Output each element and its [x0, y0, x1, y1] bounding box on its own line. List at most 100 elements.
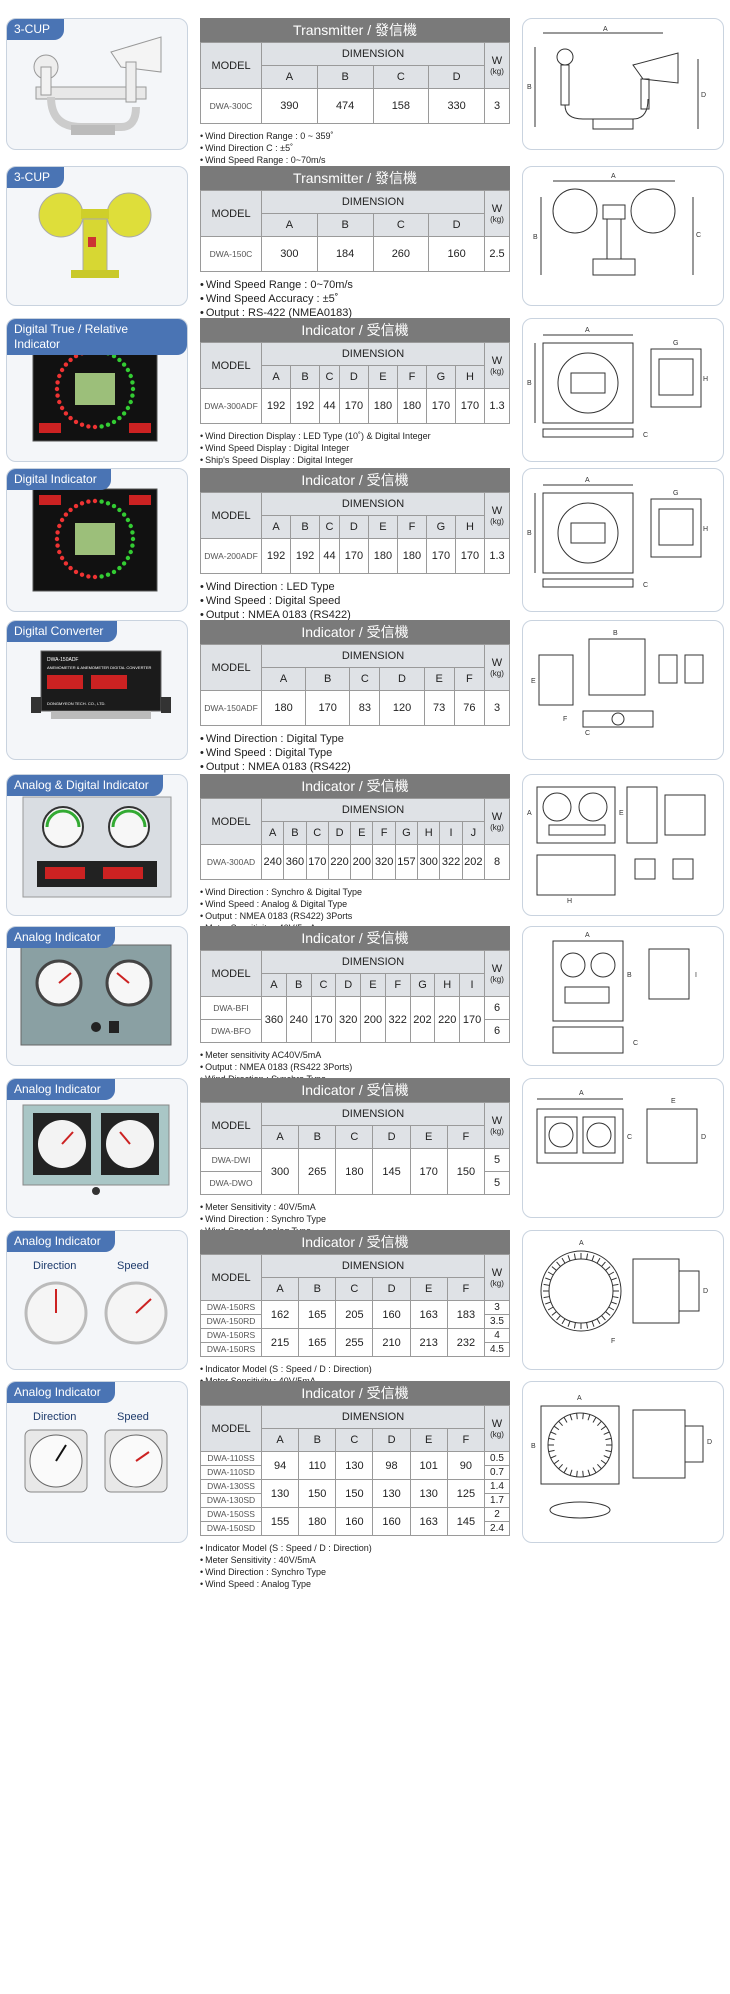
dimension-cell: 73	[423, 690, 455, 726]
spec-note: Wind Speed : Digital Type	[200, 746, 510, 760]
dimension-cell: 160	[335, 1507, 374, 1536]
dimension-cell: 360	[283, 844, 307, 880]
weight-cell: 3.5	[484, 1314, 510, 1329]
weight-label: W	[491, 657, 503, 669]
spec-note: Wind Speed : Analog Type	[200, 1578, 510, 1590]
dimension-column-header: A	[261, 65, 318, 89]
svg-text:C: C	[643, 582, 648, 589]
dimension-column-header: B	[290, 365, 321, 389]
dimension-cell: 240	[285, 996, 312, 1043]
product-category-tag: Analog & Digital Indicator	[7, 775, 163, 796]
spec-notes: Wind Speed Range : 0~70m/sWind Speed Acc…	[200, 278, 510, 320]
svg-text:C: C	[643, 432, 648, 439]
weight-cell: 3	[484, 1300, 510, 1315]
weight-cell: 5	[484, 1171, 510, 1195]
dimension-column-header: C	[372, 65, 430, 89]
product-photo-box: Analog Indicator	[6, 926, 188, 1066]
dimension-column-header: C	[310, 973, 337, 997]
dimension-cell: 150	[335, 1479, 374, 1508]
spec-note: Indicator Model (S : Speed / D : Directi…	[200, 1542, 510, 1554]
dimension-cell: 180	[260, 690, 307, 726]
dimension-column-header: E	[367, 365, 398, 389]
dimension-column-header: C	[319, 515, 340, 539]
dimension-cell: 170	[338, 388, 369, 424]
model-cell: DWA-BFI	[200, 996, 262, 1020]
svg-text:B: B	[527, 380, 532, 387]
svg-text:A: A	[603, 26, 608, 33]
product-category-tag: Analog Indicator	[7, 1231, 115, 1252]
model-cell: DWA-130SD	[200, 1493, 262, 1508]
svg-text:C: C	[627, 1134, 632, 1141]
dimension-column-header: F	[446, 1428, 486, 1452]
weight-cell: 1.4	[484, 1479, 510, 1494]
converter-panel-subtitle: ANEMOMETER & ANEMOMETER DIGITAL CONVERTE…	[47, 665, 151, 670]
technical-drawing: ABD	[527, 26, 706, 130]
dimension-cell: 76	[453, 690, 486, 726]
dimension-column-header: F	[372, 821, 396, 845]
dimension-cell: 160	[372, 1507, 411, 1536]
product-photo	[22, 796, 172, 898]
weight-label: W	[491, 1418, 503, 1430]
svg-text:D: D	[701, 1134, 706, 1141]
dimension-cell: 200	[350, 844, 374, 880]
svg-text:B: B	[613, 630, 618, 637]
dimension-cell: 390	[261, 88, 318, 124]
spec-note: Meter sensitivity AC40V/5mA	[200, 1049, 510, 1061]
dimension-column-header: D	[372, 1277, 411, 1301]
weight-header: W(kg)	[484, 190, 510, 237]
dimension-cell: 215	[260, 1328, 300, 1357]
dimension-column-header: B	[316, 213, 374, 237]
dimension-column-header: D	[327, 821, 352, 845]
dimension-cell: 130	[372, 1479, 411, 1508]
dimension-cell: 150	[446, 1148, 486, 1195]
dimension-cell: 202	[461, 844, 486, 880]
svg-text:A: A	[585, 327, 590, 334]
svg-text:B: B	[533, 234, 538, 241]
model-cell: DWA-110SS	[200, 1451, 262, 1466]
dimension-cell: 184	[316, 236, 374, 272]
weight-header: W(kg)	[484, 798, 510, 845]
svg-text:F: F	[611, 1338, 615, 1345]
spec-note: Output : NMEA 0183 (RS422 3Ports)	[200, 1061, 510, 1073]
model-cell: DWA-300AD	[200, 844, 262, 880]
dimension-cell: 162	[260, 1300, 300, 1329]
dimension-cell: 322	[384, 996, 411, 1043]
spec-note: Wind Speed : Digital Speed	[200, 594, 510, 608]
dimension-column-header: F	[384, 973, 411, 997]
model-cell: DWA-110SD	[200, 1465, 262, 1480]
spec-note: Wind Direction : LED Type	[200, 580, 510, 594]
spec-note: Wind Speed : Analog & Digital Type	[200, 898, 510, 910]
dimension-cell: 170	[425, 538, 456, 574]
dimension-column-header: G	[425, 515, 456, 539]
dimension-cell: 101	[409, 1451, 448, 1480]
product-photo-box: Digital Indicator	[6, 468, 188, 612]
dimension-cell: 170	[425, 388, 456, 424]
weight-unit: (kg)	[490, 823, 504, 832]
svg-text:A: A	[579, 1090, 584, 1097]
weight-unit: (kg)	[490, 517, 504, 526]
technical-drawing: AFD	[540, 1240, 708, 1345]
dimension-cell: 360	[261, 996, 287, 1043]
weight-cell: 3	[484, 88, 510, 124]
dimension-cell: 232	[446, 1328, 486, 1357]
dimension-cell: 170	[454, 538, 486, 574]
dimension-cell: 44	[319, 538, 340, 574]
model-cell: DWA-150C	[200, 236, 262, 272]
